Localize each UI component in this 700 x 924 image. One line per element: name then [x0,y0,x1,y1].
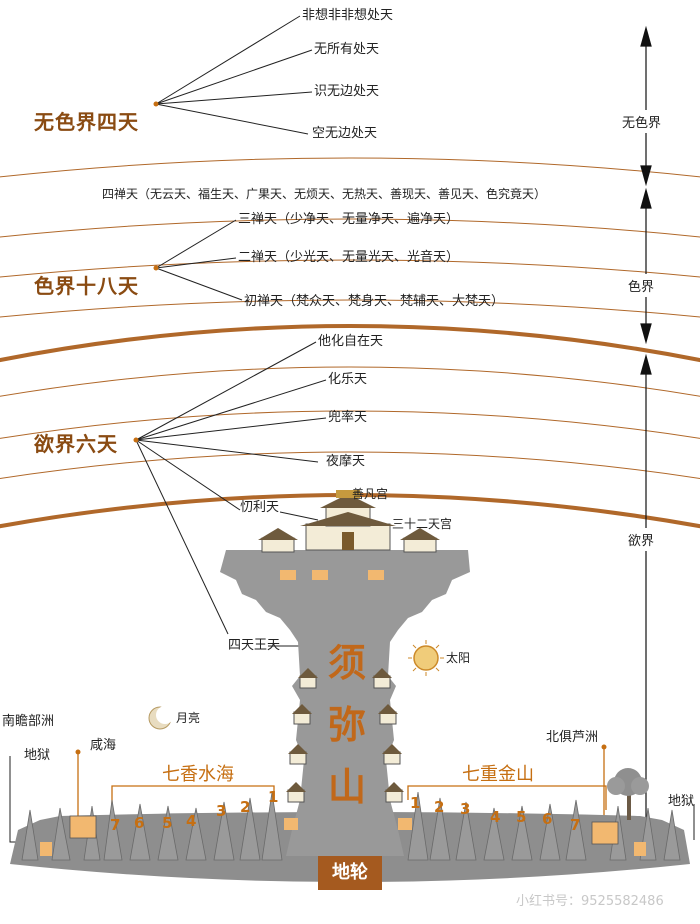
hell-right: 地狱 [668,794,695,809]
mount-sumeru [220,550,470,856]
range-number: 5 [516,808,527,826]
watermark: 小红书号：9525582486 [516,894,664,909]
range-number: 2 [240,798,251,816]
arc-desire-2 [0,410,700,439]
range-number: 5 [162,814,173,832]
heaven-label: 化乐天 [328,372,368,387]
range-number: 7 [570,816,581,834]
palace-main-label: 善凡宫 [352,487,389,501]
moon-label: 月亮 [176,711,201,725]
hell-left: 地狱 [24,748,51,763]
heaven-label: 夜摩天 [326,454,366,469]
heaven-label: 非想非非想处天 [302,8,394,23]
range-number: 2 [434,798,445,816]
range-number: 7 [110,816,121,834]
sea-right-label: 七重金山 [462,764,534,785]
palace-group-label: 三十二天宫 [392,517,453,531]
continent-north: 北俱芦洲 [546,730,599,745]
heaven-label: 兜率天 [328,410,368,425]
continent-south: 南瞻部洲 [2,714,55,729]
sun-label: 太阳 [446,651,471,665]
heaven-label: 他化自在天 [318,334,384,349]
heaven-label: 无所有处天 [314,42,380,57]
heaven-label: 二禅天（少光天、无量光天、光音天） [238,250,460,265]
side-label-form: 色界 [628,274,655,297]
arc-desire-1 [0,366,700,397]
arc-desire-3 [0,451,700,480]
arc-form-1 [0,157,700,178]
moon-icon [148,706,174,730]
realm-form-title: 色界十八天 [34,274,139,298]
range-number: 3 [216,802,227,820]
mountain-char: 须 [328,640,367,685]
tree [607,768,649,820]
heaven-label: 空无边处天 [312,126,378,141]
heaven-label: 三禅天（少净天、无量净天、遍净天） [238,212,460,227]
arc-form-2 [0,218,700,238]
sea-left-label: 七香水海 [162,764,234,785]
sun-icon [408,640,444,676]
heaven-label: 四天王天 [228,638,281,653]
range-number: 6 [134,814,145,832]
realm-desire-title: 欲界六天 [34,432,118,456]
mountain-char: 山 [328,764,367,809]
range-number: 6 [542,810,553,828]
arc-boundary-form-desire [0,324,700,363]
palace-group [258,490,440,580]
earth-wheel-label: 地轮 [318,856,382,890]
heaven-label: 识无边处天 [314,84,380,99]
arc-form-4 [0,299,700,318]
realm-formless-title: 无色界四天 [34,110,139,134]
heaven-label: 忉利天 [240,500,280,515]
range-number: 3 [460,800,471,818]
side-label-desire: 欲界 [628,528,655,551]
range-number: 1 [410,794,421,812]
heaven-label: 初禅天（梵众天、梵身天、梵辅天、大梵天） [244,294,505,309]
range-number: 4 [186,812,197,830]
arc-form-3 [0,259,700,278]
salt-sea: 咸海 [90,738,117,753]
side-label-formless: 无色界 [622,110,662,133]
mountain-char: 弥 [328,702,367,747]
range-number: 1 [268,788,279,806]
heaven-label: 四禅天（无云天、福生天、广果天、无烦天、无热天、善现天、善见天、色究竟天） [102,187,547,201]
range-number: 4 [490,808,501,826]
